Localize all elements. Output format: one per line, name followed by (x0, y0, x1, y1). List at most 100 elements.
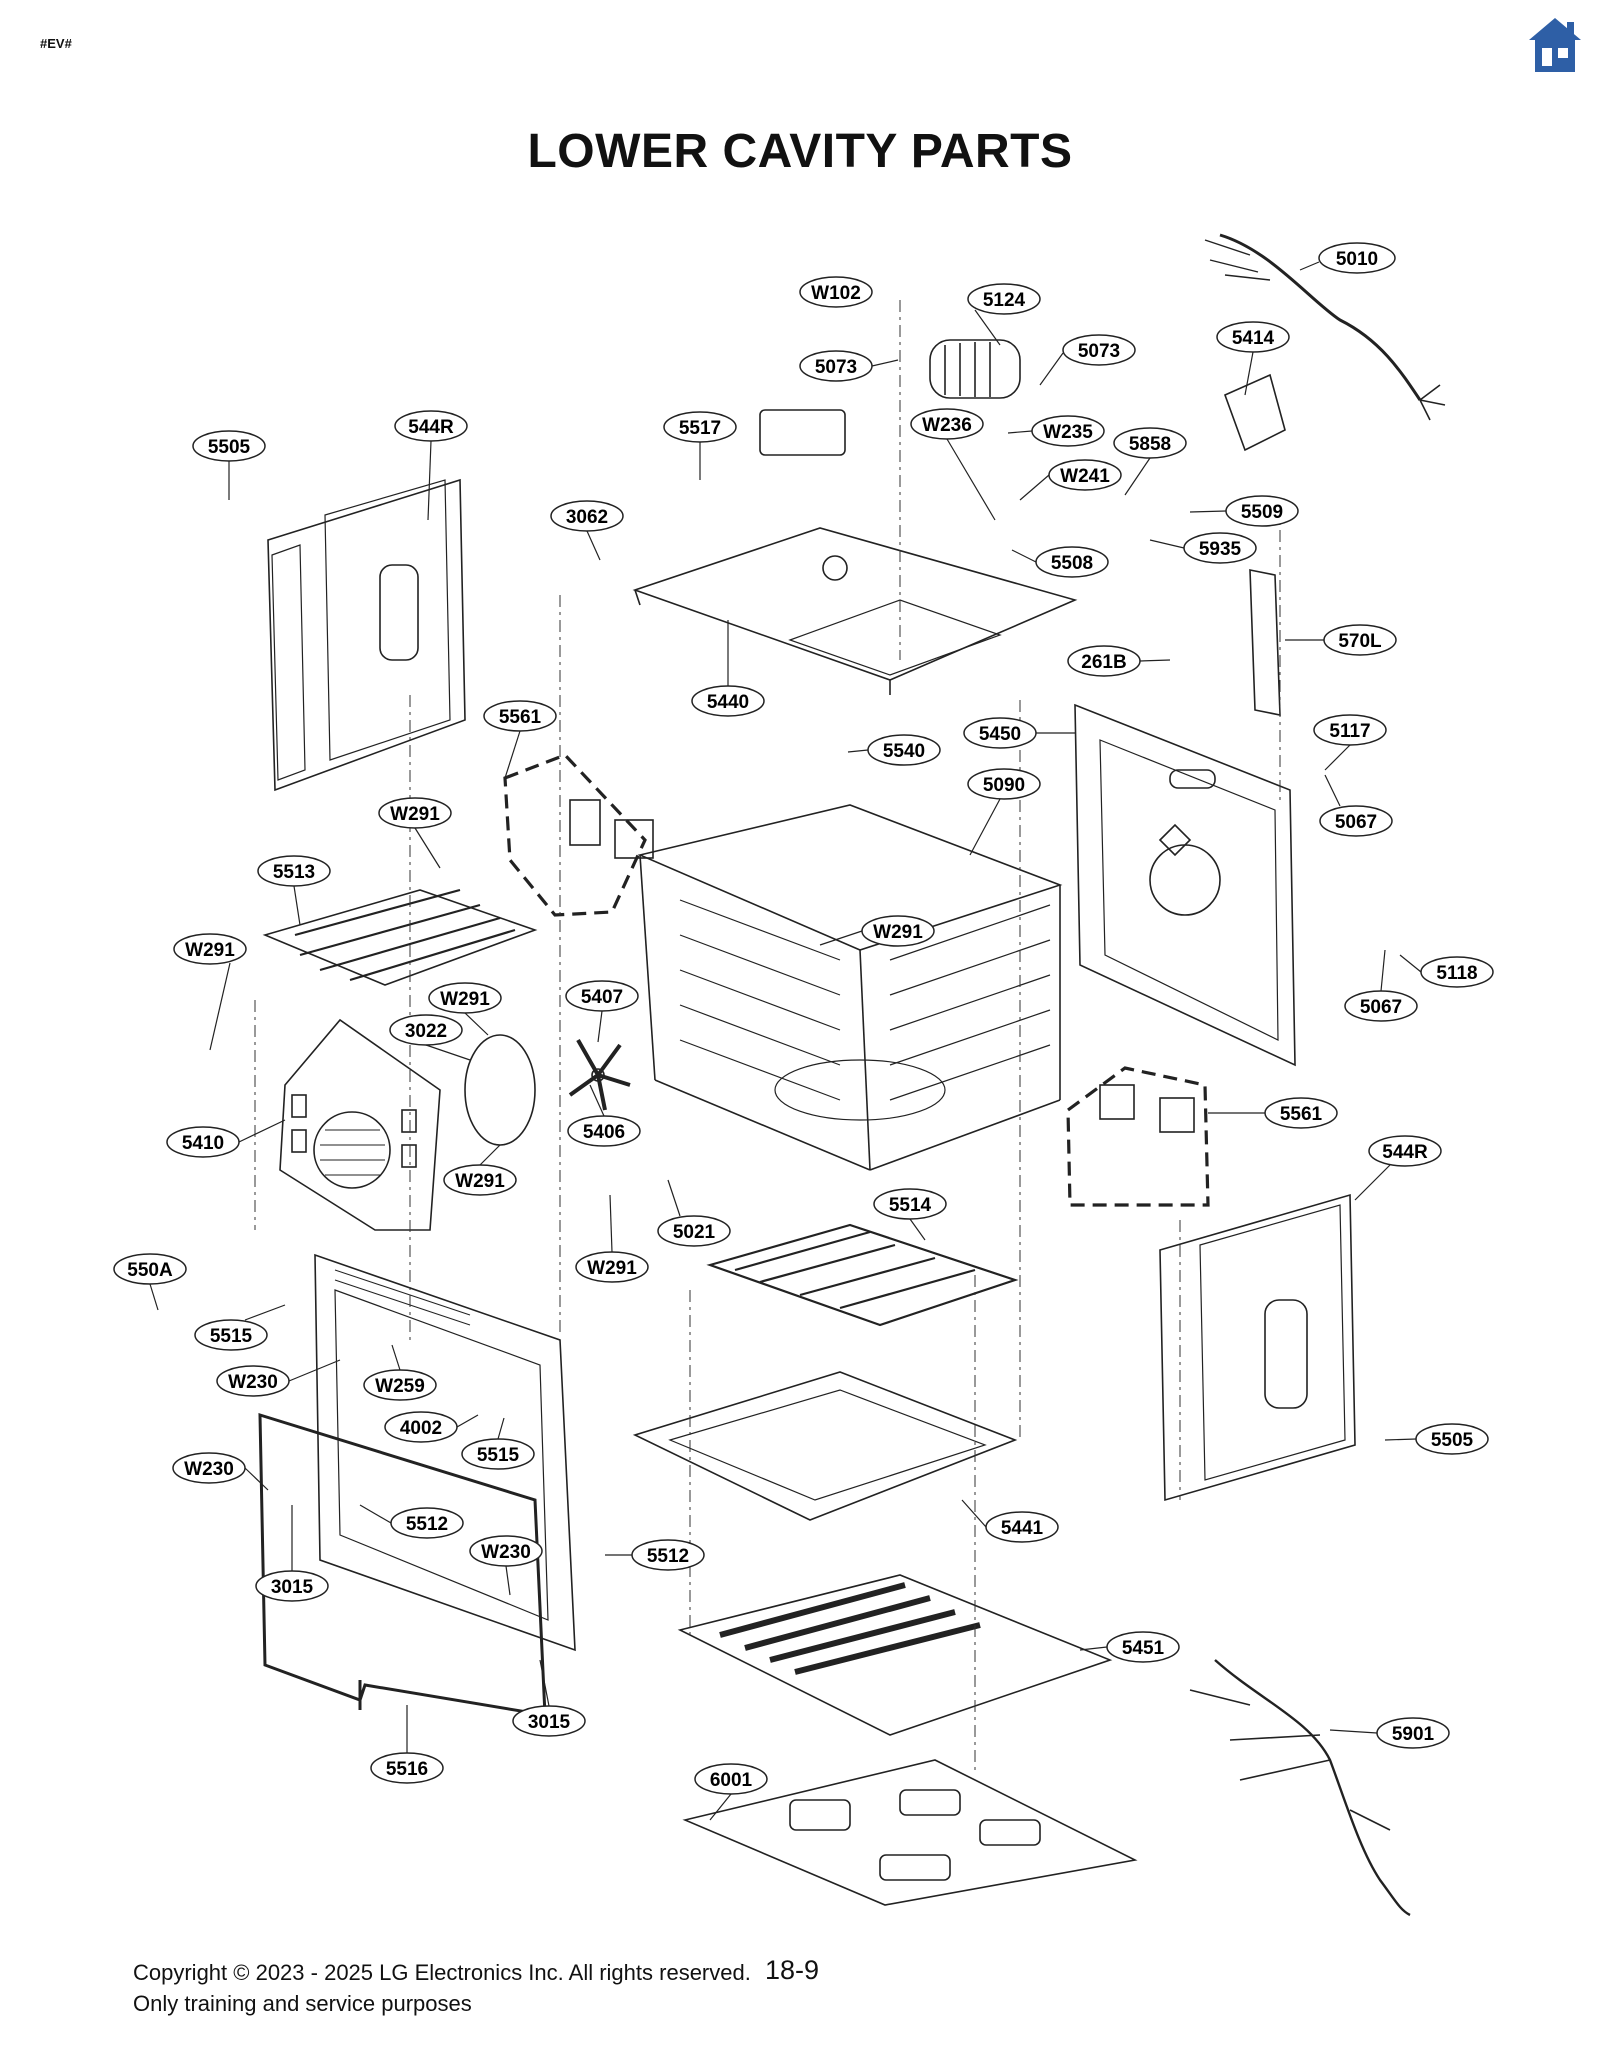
purpose-text: Only training and service purposes (133, 1991, 472, 2016)
callout-5515: 5515 (461, 1438, 535, 1470)
callout-5513: 5513 (257, 855, 331, 887)
callout-W230: W230 (469, 1535, 543, 1567)
svg-text:5124: 5124 (983, 290, 1026, 311)
callout-5441: 5441 (985, 1511, 1059, 1543)
footer-copyright: Copyright © 2023 - 2025 LG Electronics I… (133, 1957, 751, 2019)
svg-text:570L: 570L (1338, 631, 1382, 652)
svg-text:5858: 5858 (1129, 434, 1171, 455)
svg-text:5561: 5561 (1280, 1104, 1323, 1125)
svg-text:5067: 5067 (1335, 812, 1377, 833)
svg-text:W235: W235 (1043, 422, 1093, 443)
svg-text:5117: 5117 (1329, 721, 1370, 742)
svg-text:5512: 5512 (406, 1514, 448, 1535)
svg-text:5540: 5540 (883, 741, 925, 762)
svg-text:3015: 3015 (528, 1712, 571, 1733)
svg-text:5073: 5073 (1078, 341, 1120, 362)
callout-5407: 5407 (565, 980, 639, 1012)
bake-element-part (706, 1223, 1019, 1327)
svg-text:5516: 5516 (386, 1759, 428, 1780)
svg-text:W291: W291 (185, 940, 235, 961)
callout-5508: 5508 (1035, 546, 1109, 578)
svg-text:5515: 5515 (210, 1326, 253, 1347)
oven-cavity-part (637, 804, 1063, 1171)
callout-W291: W291 (443, 1164, 517, 1196)
rear-panel-part (1074, 703, 1296, 1067)
svg-text:5509: 5509 (1241, 502, 1283, 523)
callout-5451: 5451 (1106, 1631, 1180, 1663)
svg-text:5440: 5440 (707, 692, 749, 713)
callout-5512: 5512 (390, 1507, 464, 1539)
callout-W291: W291 (861, 915, 935, 947)
svg-text:261B: 261B (1081, 652, 1126, 673)
home-icon[interactable] (1527, 14, 1583, 76)
callout-W291: W291 (173, 933, 247, 965)
svg-text:5517: 5517 (679, 418, 721, 439)
callout-5010: 5010 (1318, 242, 1396, 274)
svg-text:3022: 3022 (405, 1021, 447, 1042)
svg-text:W230: W230 (228, 1372, 278, 1393)
svg-text:W259: W259 (375, 1376, 425, 1397)
svg-text:5451: 5451 (1122, 1638, 1165, 1659)
svg-text:5090: 5090 (983, 775, 1025, 796)
broil-element-part (262, 888, 538, 986)
callout-3015: 3015 (255, 1570, 329, 1602)
svg-text:5073: 5073 (815, 357, 857, 378)
callout-5516: 5516 (370, 1752, 444, 1784)
callout-4002: 4002 (384, 1411, 458, 1443)
convection-fan-cover-part (279, 1018, 441, 1231)
callout-5073: 5073 (799, 350, 873, 382)
callout-5406: 5406 (567, 1115, 641, 1147)
convection-ring-element-part (464, 1034, 536, 1146)
svg-text:W291: W291 (440, 989, 490, 1010)
callout-5540: 5540 (867, 734, 941, 766)
callout-550A: 550A (113, 1253, 187, 1285)
svg-text:5514: 5514 (889, 1195, 932, 1216)
svg-text:5935: 5935 (1199, 539, 1242, 560)
svg-text:W236: W236 (922, 415, 972, 436)
svg-text:4002: 4002 (400, 1418, 442, 1439)
callout-W241: W241 (1048, 459, 1122, 491)
svg-text:5513: 5513 (273, 862, 315, 883)
callout-5509: 5509 (1225, 495, 1299, 527)
callout-W102: W102 (799, 276, 873, 308)
callout-5118: 5118 (1420, 956, 1494, 988)
front-frame-part (314, 1253, 576, 1652)
door-gasket-part (258, 1412, 547, 1717)
callout-W230: W230 (216, 1365, 290, 1397)
document-tag: #EV# (40, 36, 72, 51)
callout-5858: 5858 (1113, 427, 1187, 459)
svg-text:5561: 5561 (499, 707, 542, 728)
svg-text:544R: 544R (1382, 1142, 1428, 1163)
callout-W291: W291 (428, 982, 502, 1014)
callout-5935: 5935 (1183, 532, 1257, 564)
callout-5410: 5410 (166, 1126, 240, 1158)
callout-5021: 5021 (657, 1215, 731, 1247)
callout-544R: 544R (394, 410, 468, 442)
callout-W291: W291 (378, 797, 452, 829)
svg-text:W230: W230 (184, 1459, 234, 1480)
callout-261B: 261B (1067, 645, 1141, 677)
callout-5561: 5561 (483, 700, 557, 732)
svg-text:550A: 550A (127, 1260, 173, 1281)
callout-3015: 3015 (512, 1705, 586, 1737)
svg-text:544R: 544R (408, 417, 454, 438)
callout-W291: W291 (575, 1251, 649, 1283)
svg-text:5508: 5508 (1051, 553, 1093, 574)
svg-text:W291: W291 (587, 1258, 637, 1279)
callout-6001: 6001 (694, 1763, 768, 1795)
svg-text:5414: 5414 (1232, 328, 1275, 349)
page-title: LOWER CAVITY PARTS (527, 125, 1073, 178)
svg-text:5067: 5067 (1360, 997, 1402, 1018)
svg-text:5410: 5410 (182, 1133, 224, 1154)
callout-3022: 3022 (389, 1014, 463, 1046)
svg-text:5505: 5505 (208, 437, 251, 458)
callout-5440: 5440 (691, 685, 765, 717)
callout-5090: 5090 (967, 768, 1041, 800)
right-side-panel-part (1159, 1193, 1356, 1502)
svg-text:5505: 5505 (1431, 1430, 1474, 1451)
svg-text:5010: 5010 (1336, 249, 1378, 270)
svg-text:3062: 3062 (566, 507, 608, 528)
callout-5512: 5512 (631, 1539, 705, 1571)
page-number: 18-9 (765, 1955, 820, 1985)
